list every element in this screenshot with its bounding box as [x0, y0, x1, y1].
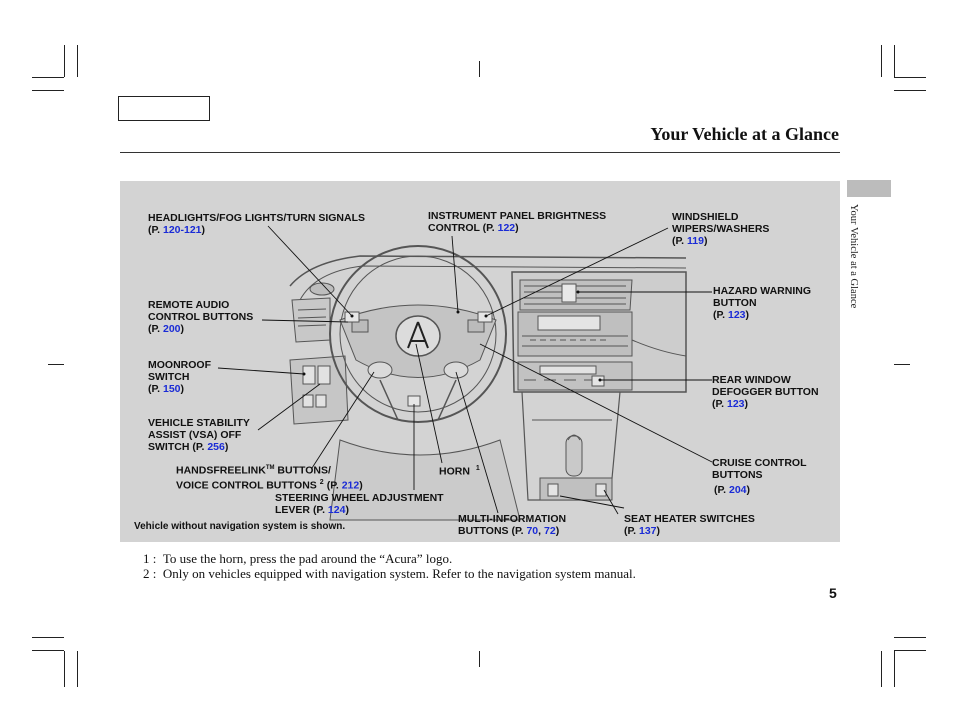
footnote-1: 1 : To use the horn, press the pad aroun…: [143, 551, 453, 566]
crop-mark: [894, 45, 895, 77]
diagram-caption: Vehicle without navigation system is sho…: [134, 521, 346, 532]
crop-mark: [479, 61, 480, 77]
page-ref-link[interactable]: 137: [638, 525, 657, 537]
label-remote-audio: REMOTE AUDIO CONTROL BUTTONS (P. 200): [148, 299, 254, 335]
label-instrument-brightness: INSTRUMENT PANEL BRIGHTNESS CONTROL (P. …: [428, 210, 607, 234]
label-multi-information: MULTI-INFORMATION BUTTONS (P. 70, 72): [458, 513, 567, 537]
label-vsa: VEHICLE STABILITY ASSIST (VSA) OFF SWITC…: [148, 417, 250, 453]
page-ref-link[interactable]: 204: [728, 484, 747, 496]
label-hazard: HAZARD WARNING BUTTON (P. 123): [713, 285, 811, 321]
label-seat-heater: SEAT HEATER SWITCHES (P. 137): [624, 513, 755, 537]
crop-mark: [32, 637, 64, 638]
side-tab-marker: [847, 180, 891, 197]
page-number: 5: [829, 585, 837, 601]
crop-mark: [64, 651, 65, 687]
crop-mark: [479, 651, 480, 667]
label-handsfreelink: HANDSFREELINKTM BUTTONS/ VOICE CONTROL B…: [176, 464, 363, 492]
page-ref-link[interactable]: 212: [341, 479, 360, 491]
crop-mark: [894, 90, 926, 91]
page-ref-link[interactable]: 256: [207, 441, 225, 453]
page-title: Your Vehicle at a Glance: [650, 124, 839, 144]
crop-mark: [894, 364, 910, 365]
header-blank-box: [118, 96, 210, 121]
crop-mark: [32, 90, 64, 91]
crop-mark: [32, 77, 64, 78]
label-wipers: WINDSHIELD WIPERS/WASHERS (P. 119): [672, 211, 770, 247]
page-ref-link[interactable]: 122: [497, 222, 516, 234]
crop-mark: [894, 651, 895, 687]
crop-mark: [881, 45, 882, 77]
page-ref-link[interactable]: 72: [544, 525, 556, 537]
crop-mark: [894, 650, 926, 651]
page-ref-link[interactable]: 150: [162, 383, 181, 395]
crop-mark: [77, 45, 78, 77]
crop-mark: [48, 364, 64, 365]
page-ref-link[interactable]: 120-121: [162, 224, 202, 236]
label-steering-adjustment: STEERING WHEEL ADJUSTMENT LEVER (P. 124): [275, 492, 444, 516]
label-cruise-control: CRUISE CONTROL BUTTONS (P. 204): [712, 457, 807, 496]
crop-mark: [881, 651, 882, 687]
label-rear-window-defogger: REAR WINDOW DEFOGGER BUTTON (P. 123): [712, 374, 819, 410]
footnote-2: 2 : Only on vehicles equipped with navig…: [143, 566, 636, 581]
crop-mark: [77, 651, 78, 687]
crop-mark: [894, 77, 926, 78]
page-ref-link[interactable]: 70: [526, 525, 539, 537]
crop-mark: [32, 650, 64, 651]
page-ref-link[interactable]: 200: [162, 323, 181, 335]
page-ref-link[interactable]: 123: [726, 398, 745, 410]
label-moonroof: MOONROOF SWITCH (P. 150): [148, 359, 211, 395]
crop-mark: [894, 637, 926, 638]
page-ref-link[interactable]: 124: [327, 504, 346, 516]
side-tab-label: Your Vehicle at a Glance: [848, 204, 859, 309]
crop-mark: [64, 45, 65, 77]
page-ref-link[interactable]: 119: [686, 235, 704, 247]
title-rule: [120, 152, 840, 153]
page-ref-link[interactable]: 123: [727, 309, 746, 321]
label-headlights: HEADLIGHTS/FOG LIGHTS/TURN SIGNALS (P. 1…: [148, 212, 365, 236]
